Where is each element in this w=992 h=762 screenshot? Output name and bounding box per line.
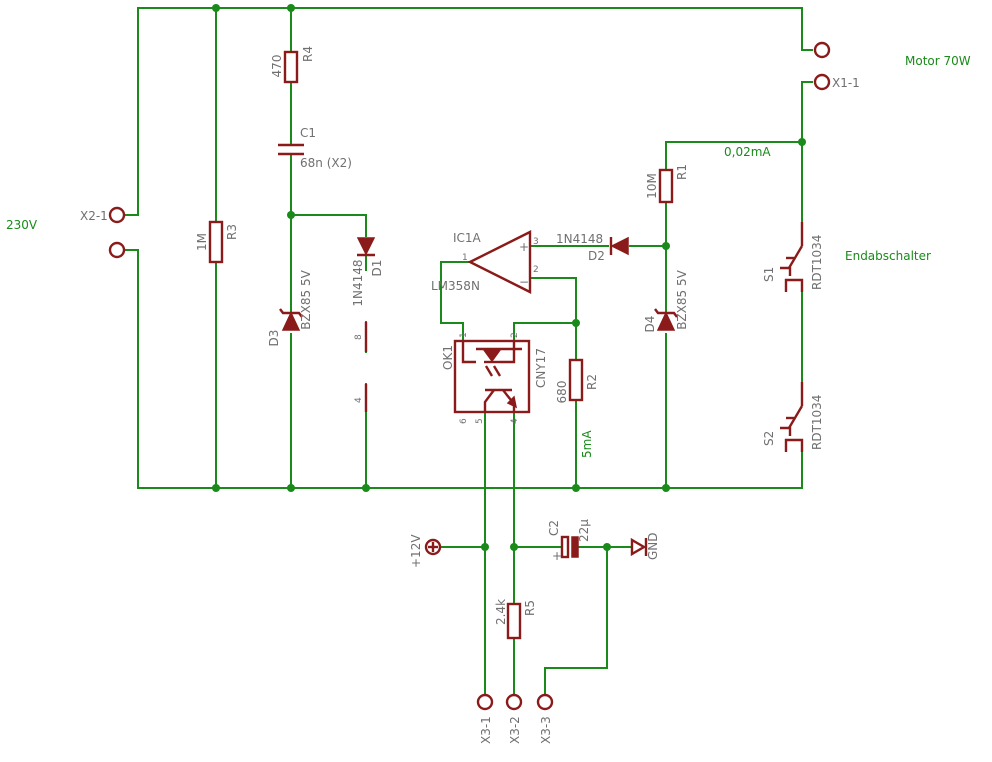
- opamp-pin1: 1: [462, 253, 468, 263]
- connector-x3-2-label: X3-2: [508, 716, 522, 744]
- resistor-r2-value: 680: [555, 381, 569, 404]
- switch-s2-value: RDT1034: [810, 395, 824, 450]
- diode-d2: 1N4148 D2: [556, 232, 629, 263]
- diode-d1-name: D1: [370, 260, 384, 277]
- wires: [123, 7, 813, 695]
- zener-d4-value: BZX85 5V: [675, 269, 689, 329]
- resistor-r4-name: R4: [301, 46, 315, 62]
- connector-x2: X2-1: [80, 206, 126, 259]
- connector-x1: X1-1: [813, 41, 860, 91]
- optocoupler-pin5: 5: [475, 418, 485, 424]
- resistor-r4: 470 R4: [270, 46, 315, 84]
- diode-d2-value: 1N4148: [556, 232, 603, 246]
- connector-x3: X3-1 X3-2 X3-3: [476, 693, 554, 744]
- diode-d1-value: 1N4148: [351, 259, 365, 306]
- supply-gnd-label: GND: [646, 532, 660, 560]
- switch-s1: S1 RDT1034: [762, 222, 824, 292]
- optocoupler-pin1: 1: [459, 332, 469, 338]
- opamp-pin4: 4: [354, 397, 364, 403]
- resistor-r3-name: R3: [225, 224, 239, 240]
- diode-d2-name: D2: [588, 249, 605, 263]
- capacitor-c2-plus: +: [552, 549, 562, 563]
- connector-x3-3-label: X3-3: [539, 716, 553, 744]
- connector-x1-label: X1-1: [832, 76, 860, 90]
- junctions: [212, 4, 806, 551]
- opamp-plus: +: [519, 240, 529, 254]
- annotation-mains: 230V: [6, 218, 38, 232]
- zener-d3: D3 BZX85 5V: [267, 269, 313, 346]
- resistor-r1: 10M R1: [645, 164, 689, 204]
- zener-d4-name: D4: [643, 316, 657, 333]
- annotation-current-r1: 0,02mA: [724, 145, 771, 159]
- switch-s1-value: RDT1034: [810, 235, 824, 290]
- annotation-motor: Motor 70W: [905, 54, 971, 68]
- resistor-r1-name: R1: [675, 164, 689, 180]
- optocoupler-ok1: OK1 CNY17 1 2 6 5 4: [441, 332, 548, 424]
- opamp-pin3: 3: [533, 237, 539, 247]
- capacitor-c2: + C2 22µ: [547, 519, 591, 563]
- switch-s2: S2 RDT1034: [762, 382, 824, 452]
- switch-s2-name: S2: [762, 431, 776, 446]
- opamp-value: LM358N: [431, 279, 480, 293]
- resistor-r2: 680 R2: [555, 358, 599, 404]
- zener-d3-name: D3: [267, 330, 281, 347]
- diode-d1: 1N4148 D1: [351, 237, 384, 307]
- resistor-r4-value: 470: [270, 55, 284, 78]
- annotation-current-r2: 5mA: [580, 430, 594, 458]
- resistor-r3: 1M R3: [195, 220, 239, 264]
- connector-x2-label: X2-1: [80, 209, 108, 223]
- supply-gnd: GND: [630, 532, 660, 560]
- zener-d3-value: BZX85 5V: [299, 269, 313, 329]
- opamp-ic1a: IC1A LM358N 1 3 2 + −: [431, 230, 539, 294]
- opamp-pin8: 8: [354, 334, 364, 340]
- capacitor-c1-name: C1: [300, 126, 316, 140]
- capacitor-c1: C1 68n (X2): [278, 126, 352, 170]
- annotation-end-switch: Endabschalter: [845, 249, 931, 263]
- supply-vcc-label: +12V: [409, 534, 423, 568]
- opamp-supply: 8 4: [354, 322, 368, 412]
- resistor-r1-value: 10M: [645, 173, 659, 199]
- zener-d4: D4 BZX85 5V: [643, 269, 689, 332]
- capacitor-c2-name: C2: [547, 520, 561, 536]
- opamp-name: IC1A: [453, 231, 482, 245]
- optocoupler-pin2: 2: [510, 332, 520, 338]
- resistor-r5-value: 2.4k: [494, 599, 508, 625]
- capacitor-c1-value: 68n (X2): [300, 156, 352, 170]
- switch-s1-name: S1: [762, 267, 776, 282]
- resistor-r5: 2.4k R5: [494, 599, 537, 640]
- optocoupler-pin6: 6: [459, 418, 469, 424]
- opamp-pin2: 2: [533, 265, 539, 275]
- optocoupler-name: OK1: [441, 345, 455, 370]
- optocoupler-pin4: 4: [510, 418, 520, 424]
- opamp-minus: −: [519, 275, 529, 289]
- connector-x3-1-label: X3-1: [479, 716, 493, 744]
- resistor-r3-value: 1M: [195, 233, 209, 251]
- resistor-r2-name: R2: [585, 374, 599, 390]
- optocoupler-value: CNY17: [534, 348, 548, 388]
- capacitor-c2-value: 22µ: [577, 519, 591, 542]
- resistor-r5-name: R5: [523, 600, 537, 616]
- supply-vcc: +12V: [409, 534, 442, 568]
